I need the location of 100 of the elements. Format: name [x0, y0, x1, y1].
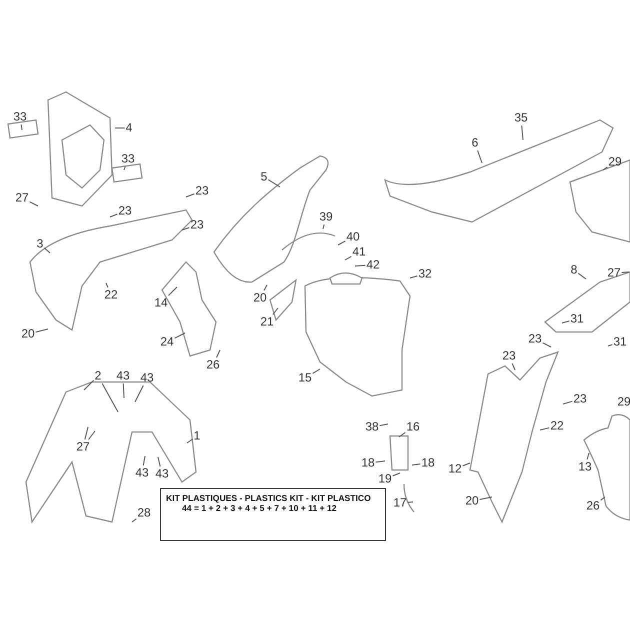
callout-number: 27 [76, 440, 90, 454]
callout-number: 24 [160, 336, 174, 348]
leader-line [312, 368, 320, 374]
callout-number: 23 [502, 350, 516, 362]
callout-number: 40 [346, 230, 360, 244]
leader-line [44, 247, 50, 254]
leader-line [158, 456, 161, 467]
leader-line [264, 284, 268, 291]
leader-line [540, 427, 550, 430]
callout-number: 42 [366, 258, 380, 272]
leader-line [602, 166, 608, 170]
leader-line [84, 426, 88, 440]
callout-number: 23 [528, 332, 542, 346]
callout-number: 27 [607, 266, 621, 280]
callout-number: 31 [613, 336, 627, 348]
callout-number: 16 [406, 420, 420, 434]
callout-number: 20 [253, 292, 267, 304]
leader-line [35, 328, 48, 333]
callout-number: 21 [260, 316, 274, 328]
leader-line [344, 256, 352, 260]
leader-line [600, 496, 606, 501]
callout-number: 43 [135, 466, 149, 480]
leader-line [354, 264, 366, 266]
callout-number: 23 [118, 204, 132, 218]
leader-line [338, 240, 346, 246]
callout-number: 28 [137, 506, 151, 520]
leader-line [168, 286, 178, 296]
leader-line [512, 363, 516, 370]
leader-line [621, 272, 630, 273]
leader-line [578, 272, 586, 280]
leader-line [216, 350, 220, 358]
leader-line [586, 452, 590, 460]
leader-line [398, 432, 406, 438]
callout-number: 14 [154, 296, 168, 310]
leader-line [410, 276, 418, 278]
callout-number: 35 [514, 112, 528, 124]
leader-line [375, 460, 386, 463]
callout-number: 26 [586, 500, 600, 512]
callout-number: 22 [550, 420, 564, 432]
leader-line [542, 342, 552, 348]
callout-number: 17 [393, 496, 407, 510]
callout-number: 20 [465, 494, 479, 508]
leader-line [134, 385, 144, 402]
callout-number: 41 [352, 246, 366, 258]
leader-line [84, 380, 94, 390]
callout-number: 31 [570, 312, 584, 326]
callout-number: 23 [190, 218, 204, 232]
callout-number: 13 [578, 460, 592, 474]
leader-line [110, 214, 118, 218]
leader-line [479, 496, 492, 500]
callout-number: 8 [570, 264, 578, 276]
callout-number: 33 [13, 110, 27, 124]
callout-number: 38 [365, 420, 379, 434]
callout-number: 1 [194, 430, 200, 442]
leader-line [182, 227, 190, 230]
callout-number: 5 [260, 170, 268, 184]
leader-line [608, 344, 613, 346]
callout-number: 26 [206, 358, 220, 372]
leader-line [268, 179, 280, 188]
callout-number: 12 [448, 462, 462, 476]
leader-line [562, 320, 570, 324]
leader-line [29, 201, 38, 206]
callout-number: 43 [140, 372, 154, 384]
leader-line [20, 124, 22, 130]
callout-number: 3 [36, 238, 44, 250]
leader-line [186, 438, 194, 444]
callout-number: 32 [418, 268, 432, 280]
leader-line [477, 150, 482, 164]
callout-number: 18 [361, 456, 375, 470]
leader-line [124, 166, 126, 170]
callout-number: 27 [15, 192, 29, 204]
callout-number: 23 [573, 392, 587, 406]
leader-line [102, 383, 118, 412]
callout-number: 43 [116, 370, 130, 382]
callout-number: 18 [421, 456, 435, 470]
callout-number: 39 [319, 210, 333, 224]
callout-number: 22 [104, 288, 118, 302]
callout-number: 2 [94, 370, 102, 382]
leader-line [392, 472, 400, 476]
callout-number: 6 [472, 136, 478, 150]
callout-number: 33 [121, 152, 135, 166]
leader-line [407, 502, 414, 503]
callout-number: 15 [298, 372, 312, 384]
callout-number: 29 [617, 396, 630, 408]
leader-line [88, 430, 96, 440]
leader-line [132, 518, 137, 522]
callout-number: 19 [378, 472, 392, 486]
callout-number: 29 [608, 156, 622, 168]
callout-number: 20 [21, 328, 35, 340]
leader-line [272, 308, 278, 315]
note-text: 44 = 1 + 2 + 3 + 4 + 5 + 7 + 10 + 11 + 12 [181, 503, 338, 513]
leader-line [322, 224, 325, 230]
leader-line [412, 464, 421, 466]
callout-number: 43 [155, 468, 169, 480]
leader-line [562, 400, 573, 404]
leader-line [174, 332, 186, 339]
leader-line [186, 193, 195, 198]
callout-number: 4 [126, 122, 132, 134]
callout-number: 23 [195, 184, 209, 198]
leader-line [106, 282, 108, 288]
